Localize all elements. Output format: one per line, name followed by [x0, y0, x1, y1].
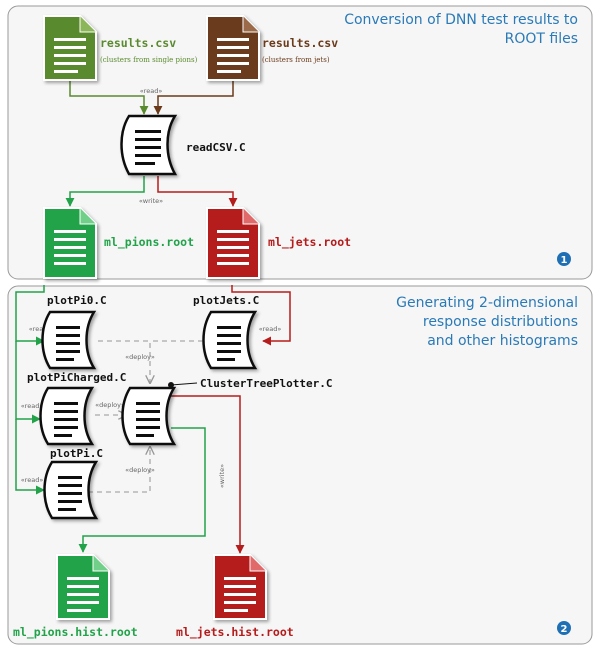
panel-2-number: 2 [561, 624, 568, 635]
plotpicharged-script-icon [39, 386, 95, 446]
ml-jets-hist-label: ml_jets.hist.root [176, 625, 294, 640]
panel-1: Conversion of DNN test results to ROOT f… [7, 5, 593, 280]
deploy-connectors [88, 340, 203, 493]
write-label-2: «write» [218, 464, 226, 488]
results-jets-label: results.csv [262, 36, 338, 50]
panel-1-title-line-1: Conversion of DNN test results to [344, 12, 578, 28]
ml-jets-file-icon [206, 207, 260, 279]
read-label-5: «read» [21, 476, 44, 484]
panel-1-title-line-2: ROOT files [505, 31, 578, 47]
ml-pions-file-icon [43, 207, 97, 279]
ml-jets-hist-file-icon [213, 554, 267, 620]
results-pions-note: (clusters from single pions) [100, 56, 198, 64]
results-jets-note: (clusters from jets) [262, 56, 330, 64]
plotpi0-script-icon [41, 310, 97, 370]
read-label-4: «read» [21, 402, 44, 410]
write-label-1: «write» [139, 197, 163, 205]
plotpi-label: plotPi.C [50, 447, 103, 460]
plotpicharged-label: plotPiCharged.C [27, 371, 126, 384]
readcsv-script-icon [120, 114, 178, 176]
panel-1-connectors [65, 80, 238, 207]
ml-jets-label: ml_jets.root [268, 235, 351, 250]
panel-1-number: 1 [561, 255, 568, 266]
ml-pions-hist-label: ml_pions.hist.root [13, 625, 138, 640]
panel-1-badge [557, 252, 571, 266]
results-pions-label: results.csv [100, 36, 176, 50]
read-label-3: «read» [259, 325, 282, 333]
panel-2-badge [557, 621, 571, 635]
plotpi0-label: plotPi0.C [47, 294, 107, 307]
plotjets-script-icon [202, 310, 258, 370]
ml-pions-label: ml_pions.root [104, 235, 194, 250]
panel-2-title-line-1: Generating 2-dimensional [396, 295, 578, 311]
readcsv-label: readCSV.C [186, 141, 246, 154]
panel-2-connectors [15, 285, 291, 554]
deploy-label-3: «deploy» [125, 466, 155, 474]
deploy-label-2: «deploy» [95, 401, 125, 409]
clustertreeplotter-script-icon [121, 386, 177, 446]
read-label-2: «read» [29, 325, 52, 333]
clustertreeplotter-label: ClusterTreePlotter.C [200, 377, 332, 390]
label-leader-line [170, 382, 198, 386]
plotpi-script-icon [43, 460, 99, 520]
results-jets-file-icon [206, 15, 260, 81]
panel-2-title-line-2: response distributions [423, 314, 578, 330]
panel-2-title-line-3: and other histograms [427, 333, 578, 349]
plotjets-label: plotJets.C [193, 294, 259, 307]
results-pions-file-icon [43, 15, 97, 81]
deploy-label-1: «deploy» [125, 353, 155, 361]
ml-pions-hist-file-icon [56, 554, 110, 620]
read-label-1: «read» [140, 87, 163, 95]
